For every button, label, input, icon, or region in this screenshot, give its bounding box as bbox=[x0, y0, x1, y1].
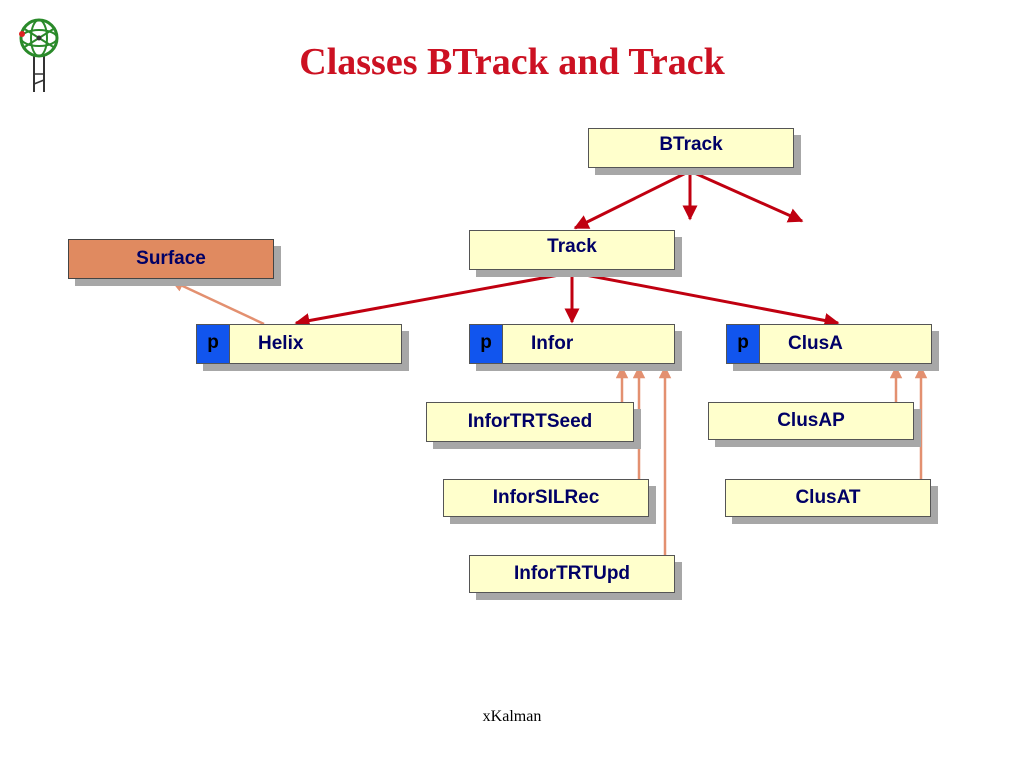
slide-title: Classes BTrack and Track bbox=[299, 41, 725, 83]
node-label: ClusAP bbox=[777, 410, 845, 431]
node-track: Track bbox=[469, 230, 675, 270]
node-label: Track bbox=[547, 236, 597, 257]
detector-emblem-icon bbox=[19, 18, 59, 92]
pointer-tag: p bbox=[197, 325, 230, 363]
edge-helix-surface bbox=[170, 279, 265, 326]
pointer-tag: p bbox=[470, 325, 503, 363]
node-label: Surface bbox=[136, 248, 206, 269]
node-label: ClusA bbox=[788, 333, 843, 354]
node-label: BTrack bbox=[659, 134, 723, 155]
node-clusa: p ClusA bbox=[726, 324, 932, 364]
node-btrack: BTrack bbox=[588, 128, 794, 168]
node-helix: p Helix bbox=[196, 324, 402, 364]
edge-btrack-track bbox=[573, 169, 691, 230]
node-clus-ap: ClusAP bbox=[708, 402, 914, 440]
node-surface: Surface bbox=[68, 239, 274, 279]
edge-track-helix bbox=[294, 271, 571, 328]
node-label: Infor bbox=[531, 333, 574, 354]
node-label: InforTRTSeed bbox=[467, 411, 593, 432]
edge-btrack-right bbox=[689, 169, 804, 223]
node-clus-at: ClusAT bbox=[725, 479, 931, 517]
node-infor-trt-upd: InforTRTUpd bbox=[469, 555, 675, 593]
node-infor-trt-seed: InforTRTSeed bbox=[426, 402, 634, 442]
node-label: InforTRTUpd bbox=[513, 563, 631, 584]
pointer-tag: p bbox=[727, 325, 760, 363]
slide-footer: xKalman bbox=[482, 708, 542, 725]
node-infor-sil-rec: InforSILRec bbox=[443, 479, 649, 517]
edge-track-clusa bbox=[574, 271, 840, 328]
node-label: ClusAT bbox=[795, 487, 861, 508]
node-label: InforSILRec bbox=[492, 487, 600, 508]
node-infor: p Infor bbox=[469, 324, 675, 364]
node-label: Helix bbox=[258, 333, 304, 354]
